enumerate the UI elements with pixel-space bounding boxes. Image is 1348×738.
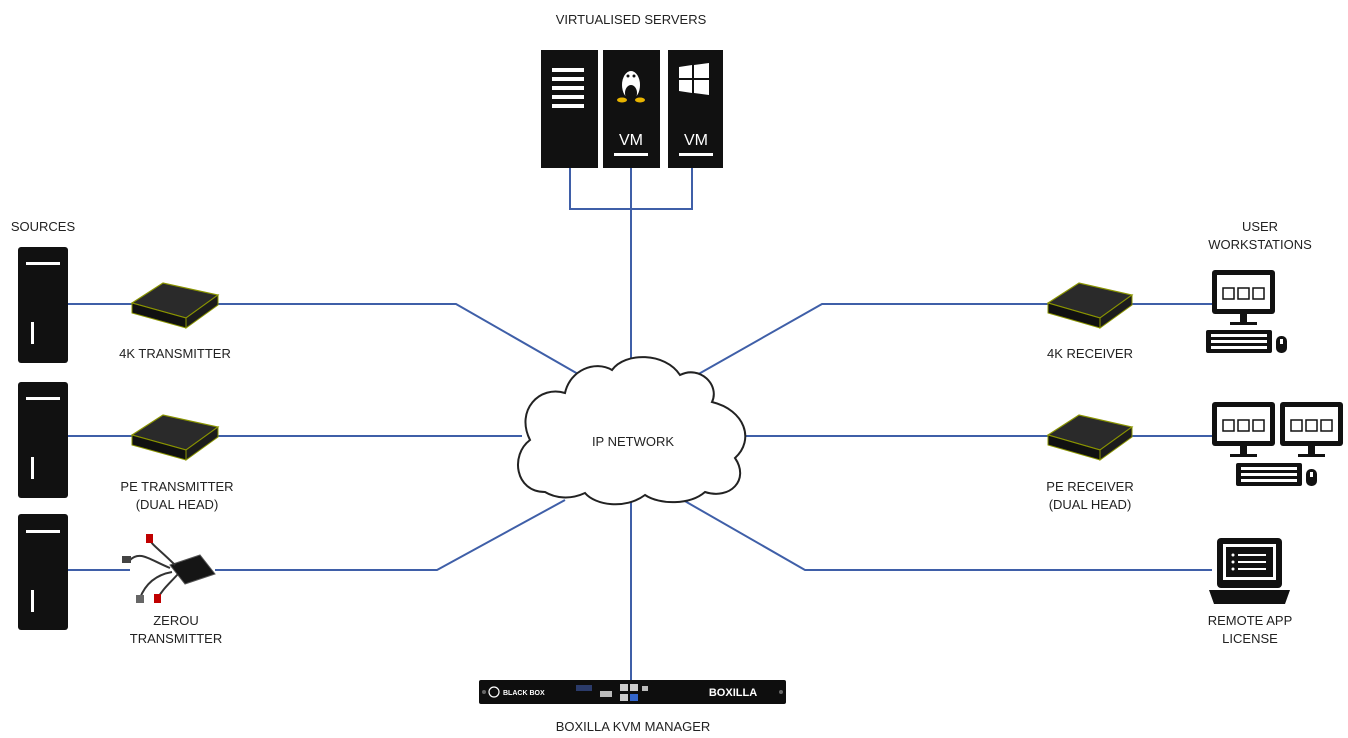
- transmitter-pe-label: PE TRANSMITTER (DUAL HEAD): [120, 479, 234, 512]
- link-remote-cloud: [682, 499, 1212, 571]
- receiver-4k-device: [1046, 282, 1134, 329]
- receiver-pe-device: [1046, 414, 1134, 461]
- transmitter-pe-device: [130, 414, 220, 461]
- remote-app-license-label: REMOTE APP LICENSE: [1207, 613, 1293, 646]
- virtualised-servers-title: VIRTUALISED SERVERS: [555, 12, 707, 27]
- source-tower-2: [18, 382, 68, 498]
- server-vm-windows: VM: [668, 50, 723, 168]
- monitor-icon: [1212, 270, 1275, 325]
- receiver-4k-label: 4K RECEIVER: [1047, 346, 1133, 361]
- link-zerou-cloud: [68, 499, 566, 571]
- boxilla-kvm-manager-label: BOXILLA KVM MANAGER: [555, 719, 711, 734]
- zerou-transmitter-device: [122, 534, 216, 603]
- windows-logo-icon: [679, 63, 709, 95]
- boxilla-appliance: BLACK BOX BOXILLA: [479, 680, 786, 704]
- link-tx4k-cloud: [68, 303, 593, 383]
- vm-label-windows: VM: [684, 132, 708, 149]
- ip-network-cloud: IP NETWORK: [517, 356, 747, 506]
- keyboard-icon: [1206, 330, 1272, 353]
- link-server-bus: [569, 165, 693, 210]
- sources-title: SOURCES: [10, 219, 76, 234]
- keyboard-icon: [1236, 463, 1302, 486]
- server-rack-physical: [541, 50, 598, 168]
- appliance-brand-text: BLACK BOX: [503, 690, 545, 697]
- workstation-single-monitor: [1206, 270, 1287, 353]
- cloud-label: IP NETWORK: [592, 434, 674, 449]
- cloud-shape: [517, 356, 747, 506]
- transmitter-4k-label: 4K TRANSMITTER: [119, 346, 231, 361]
- transmitter-4k-device: [130, 282, 220, 329]
- linux-penguin-icon: [617, 71, 645, 103]
- source-tower-1: [18, 247, 68, 363]
- workstation-dual-monitor: [1212, 402, 1343, 486]
- mouse-icon: [1306, 469, 1317, 486]
- vm-label-linux: VM: [619, 132, 643, 149]
- laptop-icon: [1209, 538, 1290, 604]
- source-tower-3: [18, 514, 68, 630]
- monitor-left-icon: [1212, 402, 1275, 457]
- user-workstations-title: USER WORKSTATIONS: [1208, 219, 1312, 252]
- zerou-transmitter-label: ZEROU TRANSMITTER: [129, 613, 223, 646]
- connection-lines: [68, 165, 1212, 680]
- monitor-right-icon: [1280, 402, 1343, 457]
- mouse-icon: [1276, 336, 1287, 353]
- appliance-product-text: BOXILLA: [709, 687, 757, 699]
- receiver-pe-label: PE RECEIVER (DUAL HEAD): [1046, 479, 1134, 512]
- server-vm-linux: VM: [603, 50, 660, 168]
- link-rx4k-cloud: [687, 303, 1212, 381]
